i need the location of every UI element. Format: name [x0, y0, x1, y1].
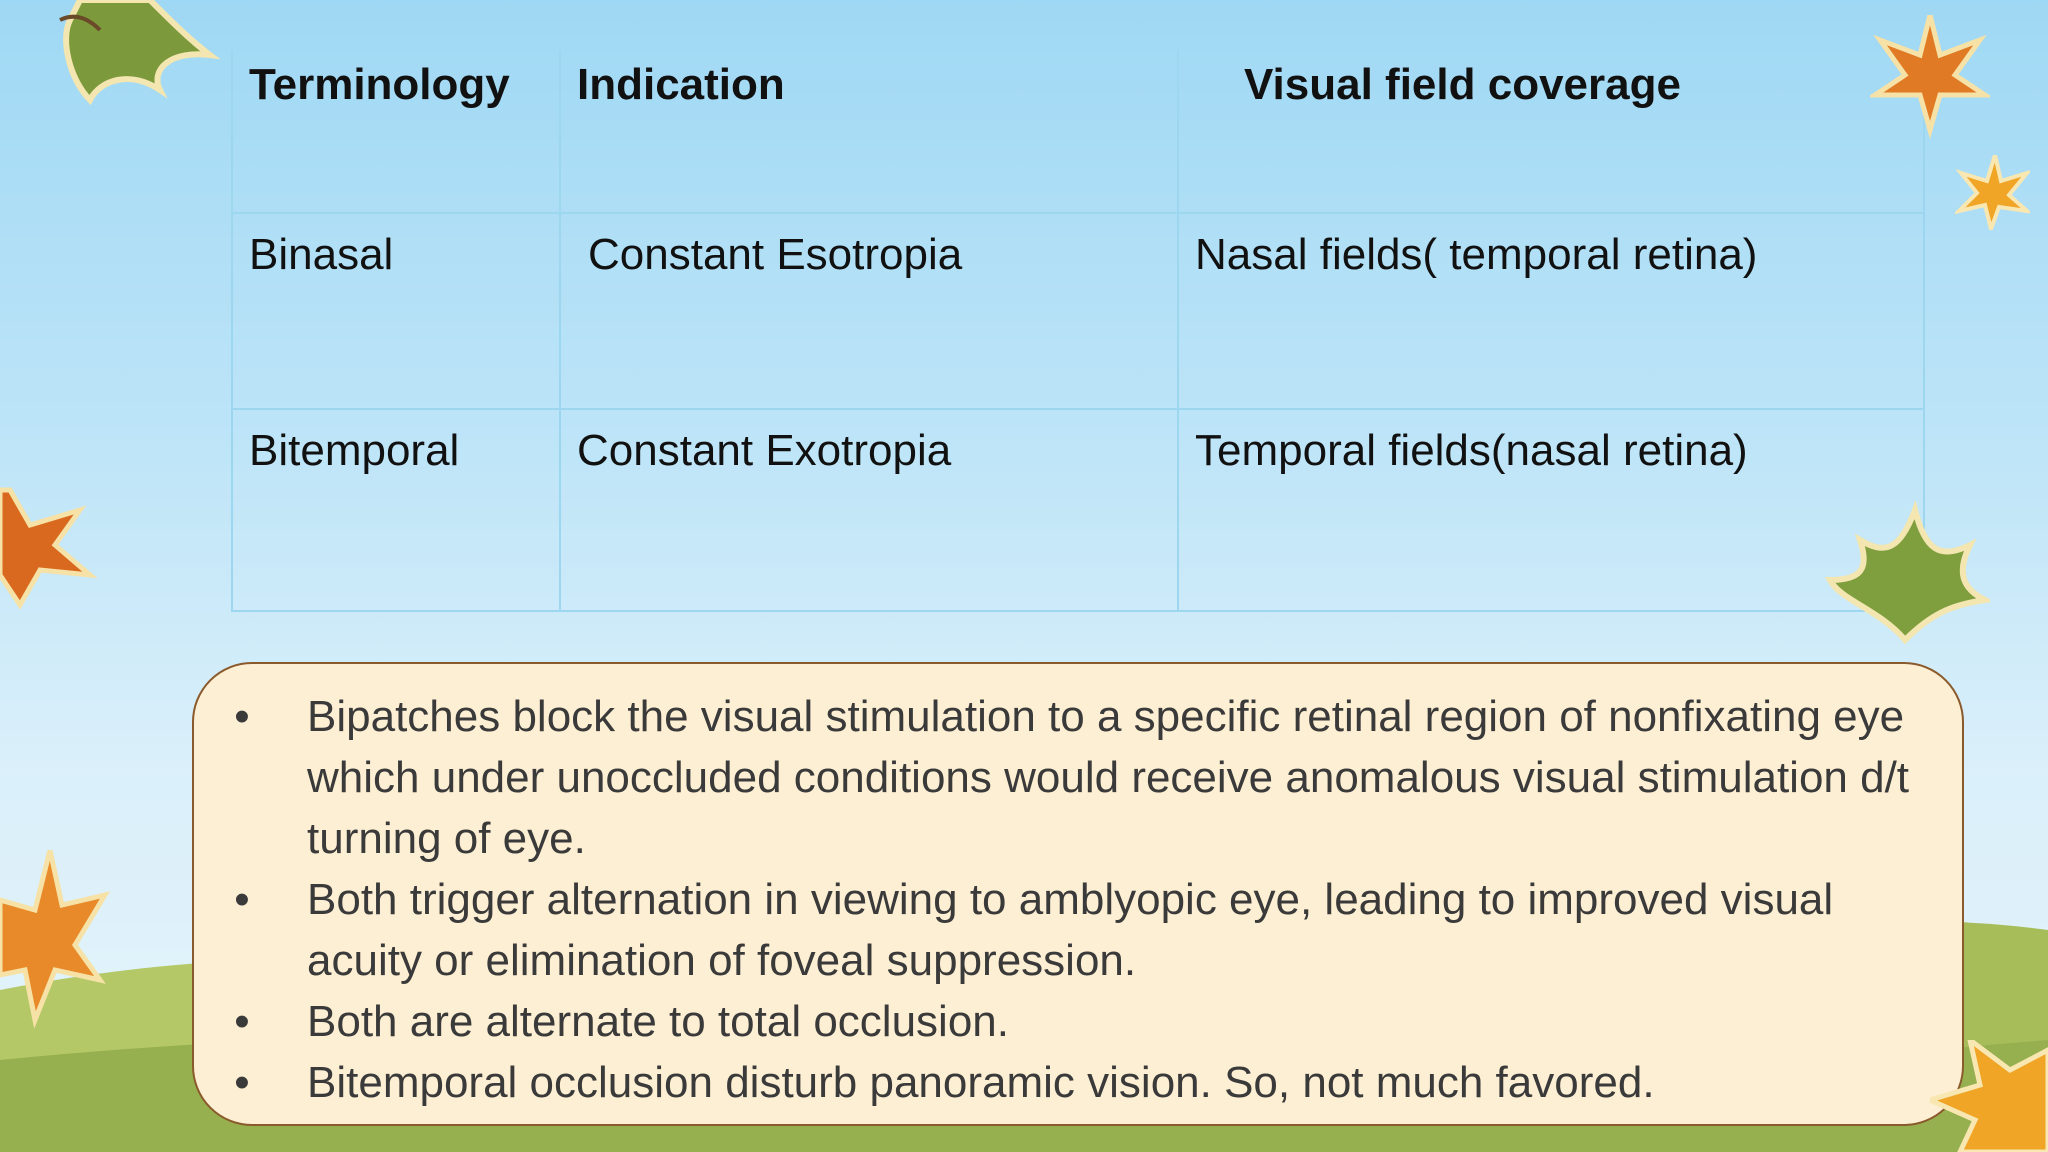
- header-terminology: Terminology: [249, 60, 510, 109]
- table-cell: Constant Esotropia: [559, 212, 1179, 410]
- cell-visual-field: Nasal fields( temporal retina): [1195, 230, 1758, 279]
- bullet-icon: •: [234, 875, 250, 924]
- table-header-row: Terminology Indication Visual field cove…: [231, 50, 1925, 214]
- notes-box: • Bipatches block the visual stimulation …: [192, 662, 1964, 1126]
- leaf-icon: [1870, 15, 1990, 140]
- header-indication: Indication: [577, 60, 785, 109]
- bullet-text: Both are alternate to total occlusion.: [307, 997, 1009, 1046]
- cell-visual-field: Temporal fields(nasal retina): [1195, 426, 1748, 475]
- leaf-icon: [1825, 500, 1990, 645]
- bullet-icon: •: [234, 1058, 250, 1107]
- leaf-icon: [1930, 1040, 2048, 1152]
- bullet-icon: •: [234, 692, 250, 741]
- list-item: • Both are alternate to total occlusion.: [234, 991, 1922, 1052]
- table-cell: Binasal: [231, 212, 561, 410]
- bullet-text: Both trigger alternation in viewing to a…: [307, 875, 1834, 985]
- terminology-table: Terminology Indication Visual field cove…: [231, 50, 1925, 612]
- table-header-cell: Indication: [559, 50, 1179, 214]
- leaf-icon: [0, 850, 110, 1029]
- leaf-icon: [1955, 155, 2030, 230]
- table-cell: Temporal fields(nasal retina): [1177, 408, 1925, 612]
- cell-terminology: Binasal: [249, 230, 394, 279]
- header-visual-field-coverage: Visual field coverage: [1244, 60, 1681, 109]
- cell-terminology: Bitemporal: [249, 426, 460, 475]
- cell-indication: Constant Esotropia: [588, 230, 963, 279]
- table-cell: Bitemporal: [231, 408, 561, 612]
- bullet-icon: •: [234, 997, 250, 1046]
- list-item: • Both trigger alternation in viewing to …: [234, 869, 1922, 991]
- table-header-cell: Visual field coverage: [1177, 50, 1925, 214]
- table-row: Binasal Constant Esotropia Nasal fields(…: [231, 212, 1925, 410]
- table-header-cell: Terminology: [231, 50, 561, 214]
- list-item: • Bitemporal occlusion disturb panoramic …: [234, 1052, 1922, 1113]
- leaf-icon: [59, 0, 221, 106]
- bullet-text: Bipatches block the visual stimulation t…: [307, 692, 1910, 863]
- list-item: • Bipatches block the visual stimulation …: [234, 686, 1922, 869]
- table-row: Bitemporal Constant Exotropia Temporal f…: [231, 408, 1925, 612]
- bullet-list: • Bipatches block the visual stimulation …: [194, 664, 1962, 1113]
- bullet-text: Bitemporal occlusion disturb panoramic v…: [307, 1058, 1655, 1107]
- leaf-icon: [0, 487, 98, 610]
- table-cell: Nasal fields( temporal retina): [1177, 212, 1925, 410]
- cell-indication: Constant Exotropia: [577, 426, 952, 475]
- table-cell: Constant Exotropia: [559, 408, 1179, 612]
